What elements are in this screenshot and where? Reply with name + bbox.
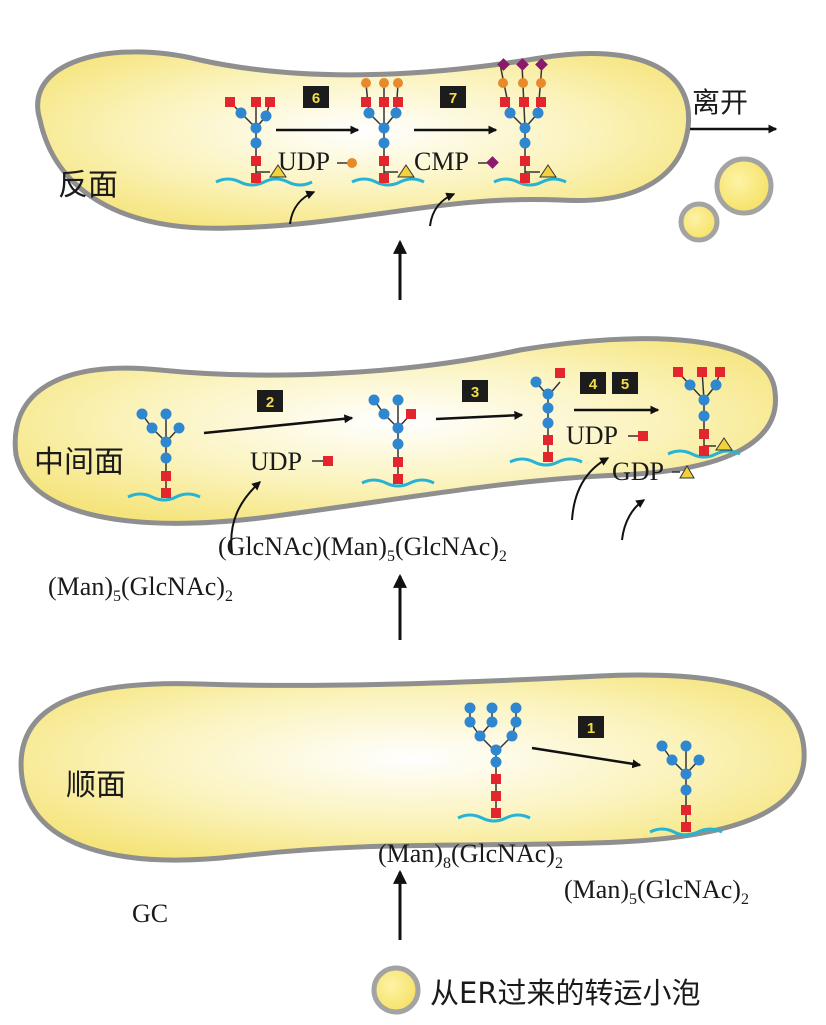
- structure-man5-medial: (Man)5(GlcNAc)2: [48, 572, 233, 605]
- step-6-number: 6: [312, 90, 320, 107]
- step-7-number: 7: [449, 90, 457, 107]
- glycan-medial-1: [127, 408, 201, 502]
- protein-chain: [493, 177, 567, 187]
- donor-udp-glcnac-1: UDP: [250, 447, 302, 476]
- step-2-box: [257, 390, 283, 412]
- step-2-number: 2: [266, 394, 274, 411]
- glycan-cis-1: [457, 702, 531, 823]
- protein-chain: [127, 492, 201, 502]
- step-5-number: 5: [621, 376, 629, 393]
- sialic-acid-donor-icon: [486, 156, 499, 169]
- structure-man5-cis: (Man)5(GlcNAc)2: [564, 875, 749, 908]
- step-3-arrow: [435, 410, 524, 421]
- step-1-number: 1: [587, 720, 595, 737]
- glycan-medial-4: [667, 367, 741, 459]
- gc-label: GC: [132, 899, 168, 928]
- donor-udp-galactose: UDP: [278, 147, 330, 176]
- protein-chain: [457, 813, 531, 823]
- glycan-medial-2: [361, 394, 435, 488]
- protein-chain: [351, 177, 425, 187]
- transport-vesicle-label: 从ER过来的转运小泡: [430, 976, 700, 1010]
- glcnac-donor-icon: [323, 456, 333, 466]
- glycan-medial-3: [509, 368, 583, 467]
- leave-label: 离开: [692, 86, 748, 119]
- trans-face-label: 反面: [58, 168, 118, 203]
- galactose-donor-icon: [347, 158, 357, 168]
- trans-cisterna: [35, 49, 692, 231]
- donor-udp-glcnac-2: UDP: [566, 421, 618, 450]
- glycan-trans-1: [215, 97, 313, 187]
- protein-chain: [215, 177, 313, 187]
- secretory-vesicle: [714, 156, 774, 216]
- donor-cmp-sialic-acid: CMP: [414, 147, 469, 176]
- step-2-arrow: [203, 414, 354, 435]
- structure-glcnac-man5: (GlcNAc)(Man)5(GlcNAc)2: [218, 532, 507, 565]
- protein-chain: [361, 478, 435, 488]
- step-3-number: 3: [471, 384, 479, 401]
- donor-entry-arrow: [571, 457, 610, 521]
- glcnac-donor-icon: [638, 431, 648, 441]
- donor-gdp-fucose: GDP: [612, 457, 664, 486]
- step-5-box: [612, 372, 638, 394]
- cis-cisterna: [18, 672, 807, 863]
- step-1-box: [578, 716, 604, 738]
- glycan-trans-2: [351, 78, 425, 187]
- protein-chain: [509, 457, 583, 467]
- transport-vesicle-icon: [371, 965, 421, 1015]
- cis-face-label: 顺面: [66, 768, 126, 803]
- step-7-box: [440, 86, 466, 108]
- fucose-donor-icon: [679, 465, 695, 479]
- glycan-cis-2: [649, 740, 723, 837]
- donor-entry-arrow: [429, 192, 456, 227]
- structure-man8: (Man)8(GlcNAc)2: [378, 839, 563, 872]
- donor-entry-arrow: [289, 190, 316, 225]
- donor-entry-arrow: [230, 481, 262, 554]
- step-4-box: [580, 372, 606, 394]
- step-1-arrow: [531, 746, 642, 769]
- step-3-box: [462, 380, 488, 402]
- medial-face-label: 中间面: [34, 445, 124, 480]
- step-6-box: [303, 86, 329, 108]
- secretory-vesicle: [678, 201, 720, 243]
- protein-chain: [649, 827, 723, 837]
- donor-entry-arrow: [621, 499, 646, 541]
- protein-chain: [667, 449, 741, 459]
- step-4-number: 4: [589, 376, 598, 393]
